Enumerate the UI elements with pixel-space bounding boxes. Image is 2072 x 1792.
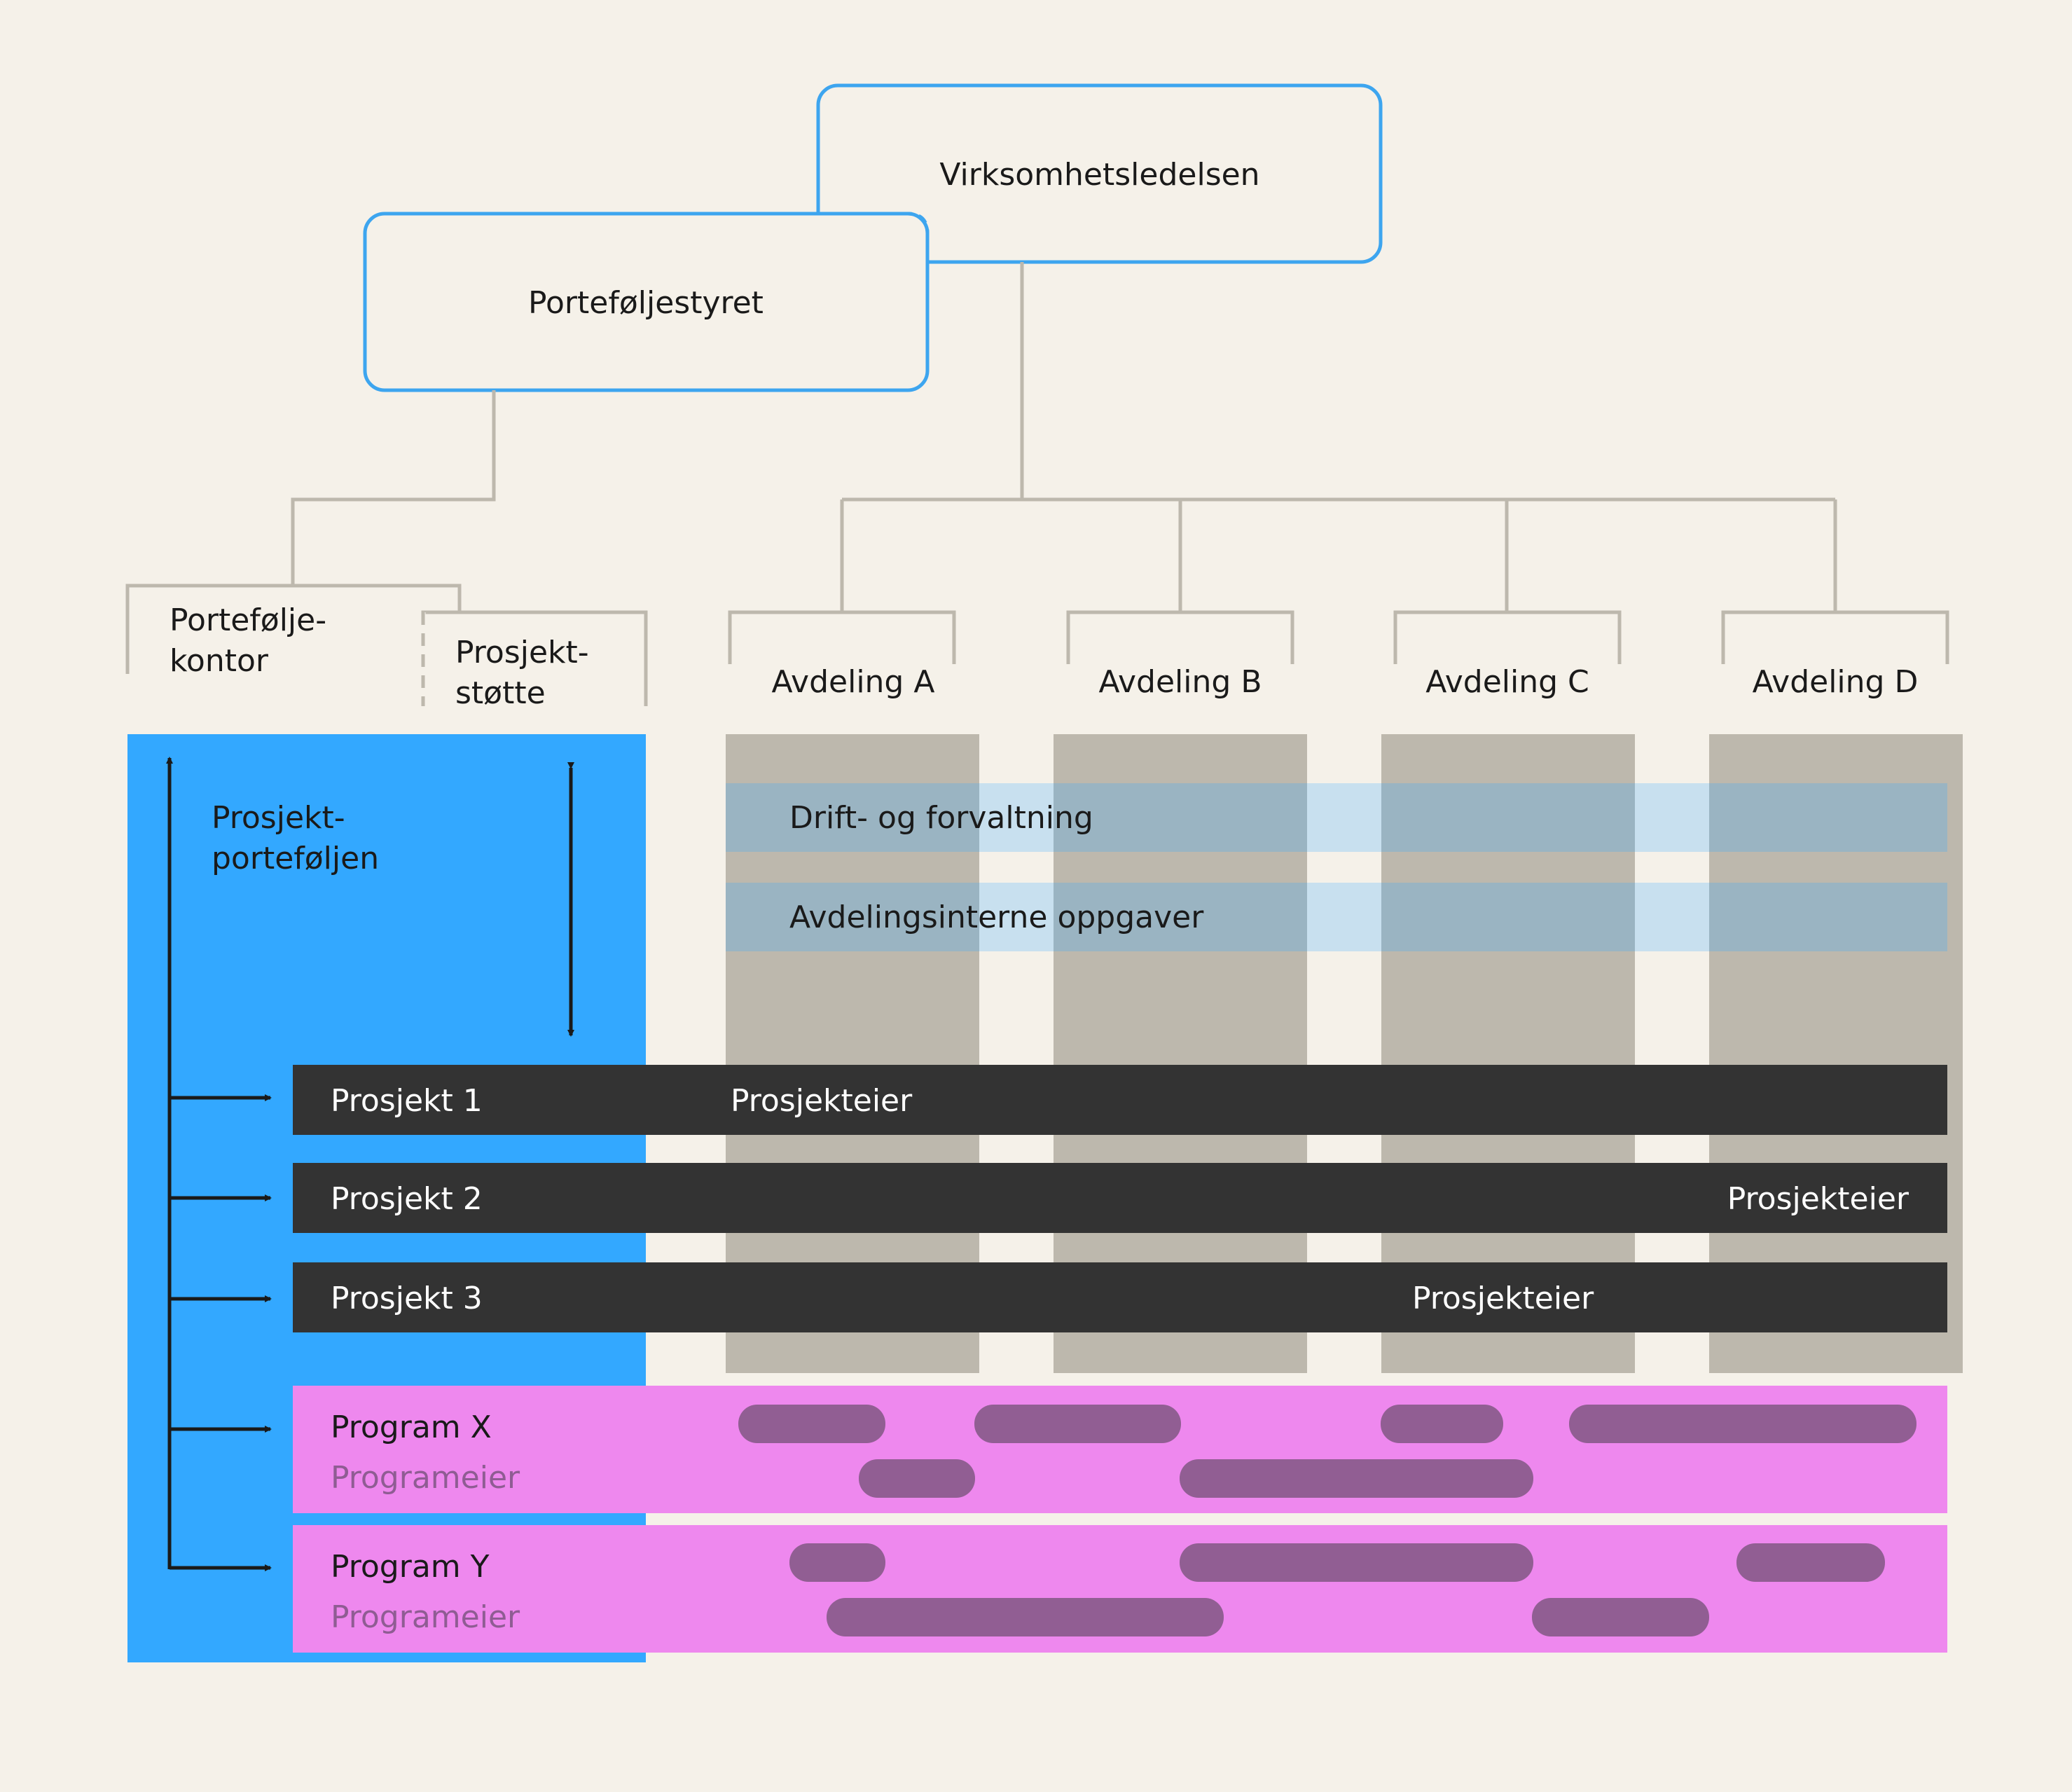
department-label-b: Avdeling B [1099,664,1262,700]
project-support-line2: støtte [455,675,546,711]
porteføljestyret-label: Porteføljestyret [528,285,764,321]
band-operations-label: Drift- og forvaltning [789,800,1093,836]
department-label-c: Avdeling C [1425,664,1589,700]
overlap-dashed-border [818,212,930,262]
band-internal-label: Avdelingsinterne oppgaver [789,900,1204,935]
portfolio-office-line1: Portefølje- [170,602,326,638]
org-connectors [125,262,1949,706]
department-label-a: Avdeling A [772,664,935,700]
project-name-2: Prosjekt 2 [331,1181,483,1217]
program-name-x: Program X [331,1410,492,1445]
program-x-segments [738,1405,1916,1498]
virksomhetsledelsen-label: Virksomhetsledelsen [939,157,1259,193]
portfolio-office-line2: kontor [170,643,269,679]
project-owner-3: Prosjekteier [1412,1281,1594,1316]
project-bar-1 [293,1065,1947,1135]
portfolio-label: Prosjekt- porteføljen [212,800,379,876]
project-owner-1: Prosjekteier [731,1083,913,1119]
program-owner-y: Programeier [331,1599,520,1635]
department-label-d: Avdeling D [1753,664,1919,700]
project-bar-2 [293,1163,1947,1233]
program-y-segments [789,1543,1885,1636]
band-overlap-cells [726,783,1947,951]
project-bar-3 [293,1262,1947,1332]
porteføljestyret-box [363,212,930,392]
project-support-line1: Prosjekt- [455,635,589,670]
virksomhetsledelsen-box [816,83,1383,264]
project-name-1: Prosjekt 1 [331,1083,483,1119]
program-owner-x: Programeier [331,1460,520,1496]
project-owner-2: Prosjekteier [1727,1181,1909,1217]
portfolio-office-label: Portefølje- kontor [170,602,336,679]
portfolio-label-line2: porteføljen [212,841,379,876]
project-name-3: Prosjekt 3 [331,1281,483,1316]
program-name-y: Program Y [331,1549,490,1585]
portfolio-label-line1: Prosjekt- [212,800,345,836]
portfolio-branch-arrows [170,1094,272,1571]
project-support-label: Prosjekt- støtte [455,635,599,711]
